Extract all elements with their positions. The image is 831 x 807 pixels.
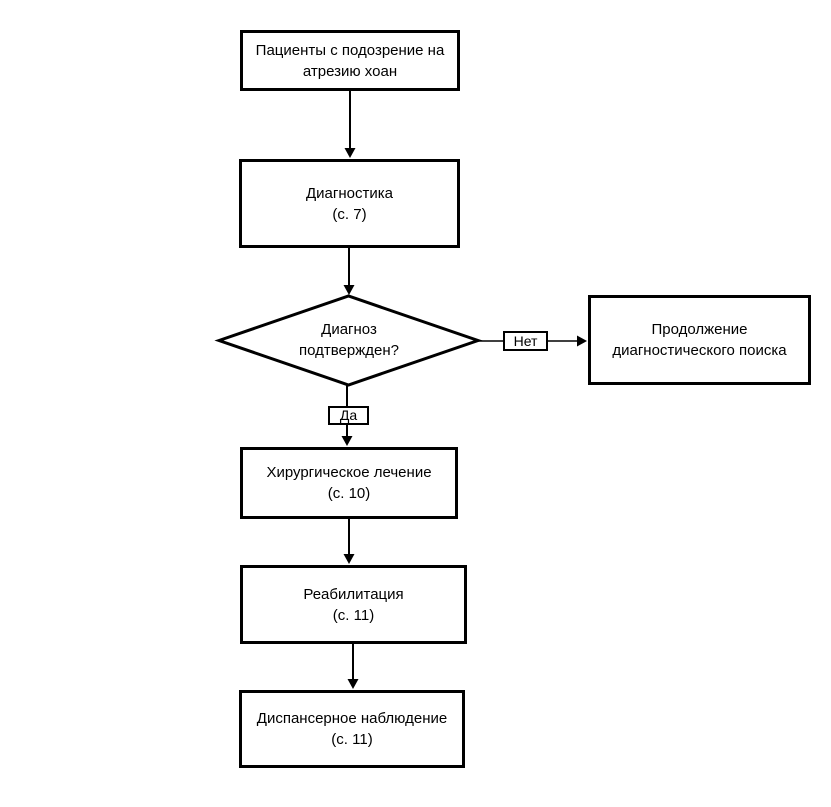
node-followup-line1: Диспансерное наблюдение [256,710,448,727]
node-diagnostics-page: (с. 7) [332,205,367,223]
node-diagnostics: Диагностика (с. 7) [239,159,460,248]
arrow-diagnostics-to-decision [343,248,355,295]
node-rehab-line1: Реабилитация [303,585,404,603]
node-surgery-line1: Хирургическое лечение [266,464,432,481]
node-patients-line1: Пациенты с подозрение на [255,41,445,59]
edge-label-yes: Да [328,406,369,425]
arrow-patients-to-diagnostics [344,91,356,158]
node-surgery: Хирургическое лечение (с. 10) [240,447,458,519]
node-followup-page: (с. 11) [331,731,373,748]
node-continue-line2: диагностического поиска [612,342,787,359]
node-surgery-page: (с. 10) [327,485,371,502]
node-decision-line1: Диагноз [321,321,377,338]
node-continue-line1: Продолжение [651,321,748,338]
edge-label-yes-text: Да [339,407,358,423]
node-followup: Диспансерное наблюдение (с. 11) [239,690,465,768]
arrow-surgery-to-rehab [343,519,355,564]
node-decision: Диагноз подтвержден? [239,305,459,375]
node-rehab-page: (с. 11) [332,606,375,624]
edge-label-no-text: Нет [513,332,538,349]
node-decision-line2: подтвержден? [299,342,399,359]
edge-label-no: Нет [503,331,548,351]
node-diagnostics-line1: Диагностика [306,184,393,202]
node-patients: Пациенты с подозрение на атрезию хоан [240,30,460,91]
node-rehabilitation: Реабилитация (с. 11) [240,565,467,644]
arrow-rehab-to-followup [347,644,359,689]
node-patients-line2: атрезию хоан [302,62,398,80]
arrow-decision-to-continue [478,335,587,347]
arrow-decision-to-surgery [341,385,353,446]
node-continue-search: Продолжение диагностического поиска [588,295,811,385]
